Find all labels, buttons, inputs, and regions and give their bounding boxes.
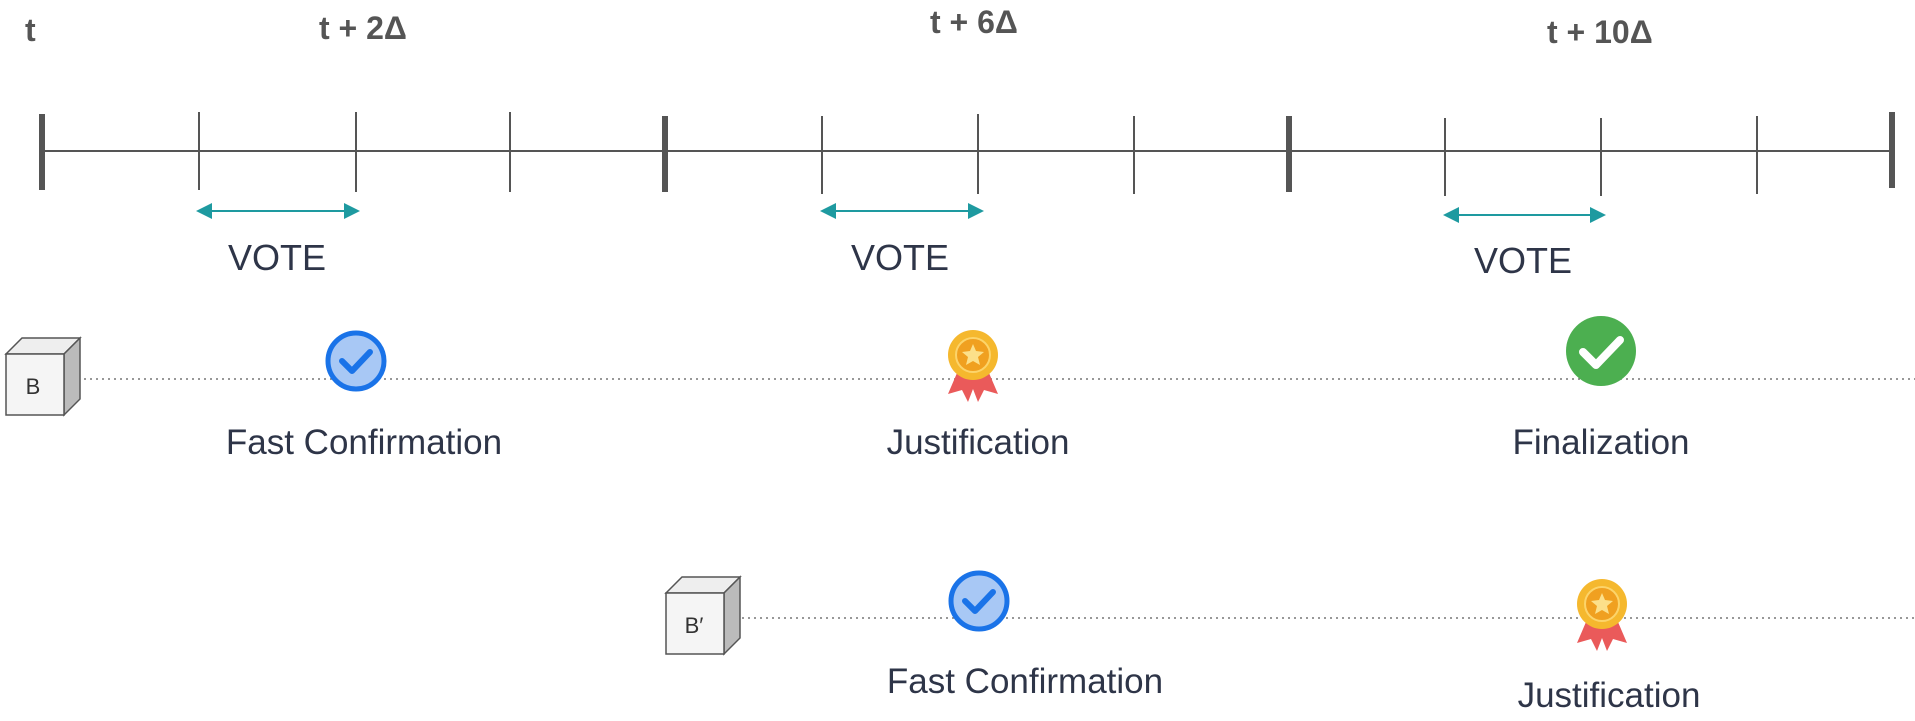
time-label-t-plus-2: t + 2Δ xyxy=(319,10,407,46)
block-b-prime-cube-icon: B′ xyxy=(664,575,742,656)
block-b-cube-icon: B xyxy=(4,336,82,417)
medal-icon xyxy=(1577,579,1627,651)
timeline-axis xyxy=(39,112,1895,196)
event-label-justification: Justification xyxy=(886,423,1070,462)
time-label-t-plus-10: t + 10Δ xyxy=(1547,14,1653,50)
event-label-finalization: Finalization xyxy=(1512,423,1690,462)
event-label-fast-confirmation: Fast Confirmation xyxy=(225,423,503,462)
time-label-t: t xyxy=(25,12,36,48)
blue-check-icon xyxy=(325,330,387,392)
event-label-fast-confirmation: Fast Confirmation xyxy=(886,662,1164,701)
vote-label: VOTE xyxy=(851,237,950,278)
time-label-t-plus-6: t + 6Δ xyxy=(930,4,1018,40)
medal-icon xyxy=(948,330,998,402)
blue-check-icon xyxy=(948,570,1010,632)
event-label-justification: Justification xyxy=(1517,676,1701,715)
vote-label: VOTE xyxy=(228,237,327,278)
block-b-prime-label: B′ xyxy=(685,613,704,638)
green-check-icon xyxy=(1566,316,1636,386)
vote-label: VOTE xyxy=(1474,240,1573,281)
block-b-label: B xyxy=(26,374,41,399)
